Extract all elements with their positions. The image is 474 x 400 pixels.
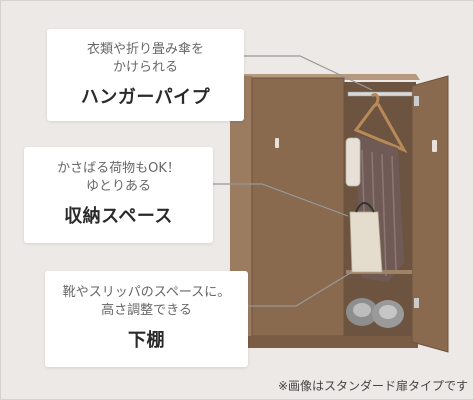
callout-lower-shelf: 靴やスリッパのスペースに。 高さ調整できる 下棚 [45,271,248,367]
callout-text: 衣類や折り畳み傘を [86,42,204,57]
umbrella [345,137,361,187]
left-door-handle [275,138,279,148]
hinge-bottom [414,298,419,308]
tote-bag [349,211,383,273]
callout-title: 収納スペース [64,206,173,227]
leader-line-2 [213,183,349,217]
leader-line-1 [244,55,373,91]
callout-storage-space: かさばる荷物もOK！ ゆとりある 収納スペース [24,147,213,243]
callout-text: 靴やスリッパのスペースに。 [62,285,231,300]
callout-text: ゆとりある [85,179,151,194]
cabinet-base [242,336,418,348]
left-door [252,78,344,336]
callout-title: 下棚 [128,330,165,351]
hanger [353,92,408,154]
image-note: ※画像はスタンダード扉タイプです [277,379,468,393]
callout-text: かけられる [112,60,178,75]
callout-text: 高さ調整できる [101,303,192,318]
callout-title: ハンガーパイプ [80,87,211,108]
hanger-pipe [347,91,413,97]
right-door [411,75,449,353]
hinge-top [414,96,419,106]
leader-line-3 [248,271,353,307]
right-door-handle [432,140,437,152]
callout-hanger-pipe: 衣類や折り畳み傘を かけられる ハンガーパイプ [47,29,244,121]
callout-text: かさばる荷物もOK！ [57,161,180,176]
